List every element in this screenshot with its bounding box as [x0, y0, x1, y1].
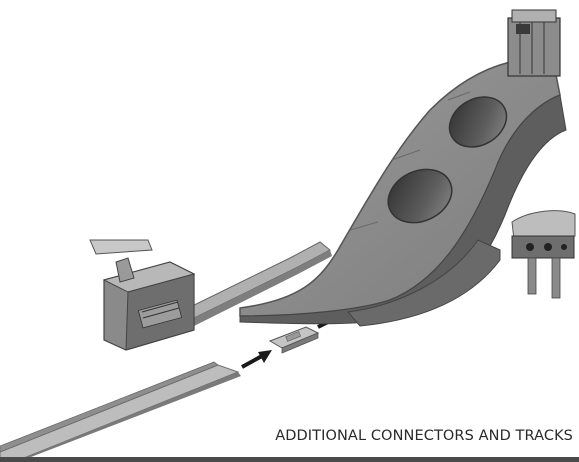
- track-connector-piece: [268, 326, 320, 354]
- side-gadget: [511, 210, 576, 299]
- caption-label: ADDITIONAL CONNECTORS AND TRACKS: [275, 428, 573, 444]
- arrow-right-icon: [241, 350, 272, 369]
- loose-track-piece: [0, 361, 241, 462]
- launcher-box: [89, 239, 196, 351]
- curved-ramp: [239, 59, 567, 327]
- tower-top: [507, 9, 561, 77]
- bottom-divider: [0, 457, 579, 462]
